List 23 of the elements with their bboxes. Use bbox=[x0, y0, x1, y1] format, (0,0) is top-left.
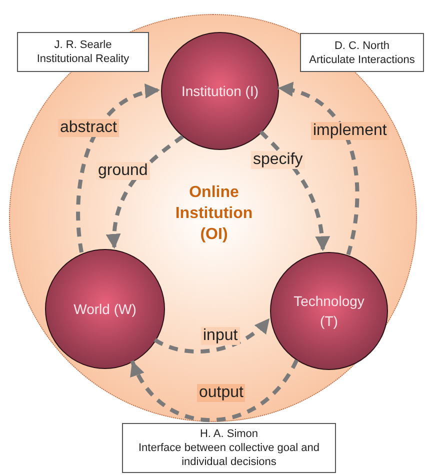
edge-label: ground bbox=[96, 162, 150, 180]
edge-label: output bbox=[197, 384, 246, 402]
circle-label: Institution (I) bbox=[180, 82, 260, 101]
reference-note: Institutional Reality bbox=[36, 52, 130, 66]
dashed-arrow bbox=[259, 130, 330, 252]
author-name: J. R. Searle bbox=[53, 38, 113, 52]
reference-note: Articulate Interactions bbox=[308, 52, 416, 66]
edge-label: input bbox=[201, 327, 240, 345]
dashed-arrow bbox=[106, 134, 184, 249]
dashed-arrow bbox=[130, 359, 298, 422]
dashed-arrow bbox=[76, 85, 160, 253]
edge-label: abstract bbox=[58, 119, 119, 137]
reference-box bbox=[122, 423, 336, 473]
author-name: H. A. Simon bbox=[198, 427, 260, 441]
circle-label: Technology (T) bbox=[292, 292, 366, 331]
circle-title: Online Institution (OI) bbox=[174, 183, 254, 245]
edge-label: implement bbox=[311, 122, 389, 140]
edge-label: specify bbox=[251, 151, 305, 169]
dashed-arrow bbox=[154, 316, 272, 354]
circle-label: World (W) bbox=[72, 300, 138, 319]
dashed-arrow bbox=[278, 83, 360, 256]
reference-note: Interface between collective goal and individual decisions bbox=[137, 441, 320, 469]
author-name: D. C. North bbox=[333, 38, 390, 52]
